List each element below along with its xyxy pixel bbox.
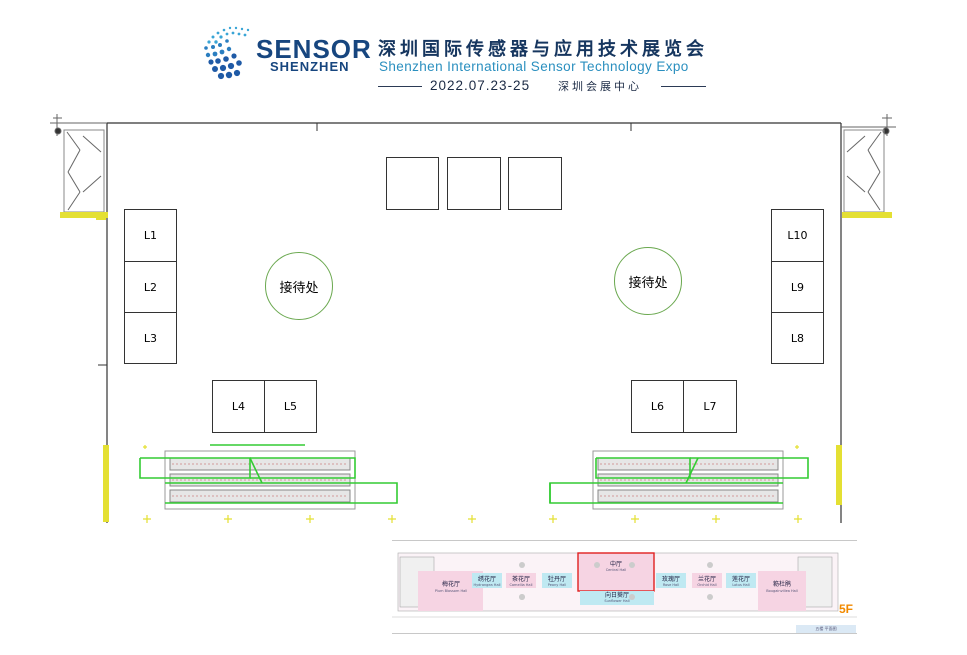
booth-l5: L5 xyxy=(264,380,317,433)
hall-lotus-en: Lotus Hall xyxy=(732,583,750,587)
reception-desk-right: 接待处 xyxy=(614,247,682,315)
floor-plan-walls xyxy=(50,114,896,523)
left-stair-structure xyxy=(50,114,107,213)
hall-peony: 牡丹厅 xyxy=(547,576,566,583)
booth-l6: L6 xyxy=(631,380,684,433)
expo-date: 2022.07.23-25 xyxy=(430,78,531,93)
booth-l10: L10 xyxy=(771,209,824,262)
hall-sunflower-en: Sunflower Hall xyxy=(604,599,630,603)
booth-l8: L8 xyxy=(771,312,824,364)
brand-shenzhen-text: SHENZHEN xyxy=(270,59,350,74)
hall-sunflower: 向日葵厅 xyxy=(604,592,629,599)
booth-l1: L1 xyxy=(124,209,177,262)
date-venue-row: 2022.07.23-25 深圳会展中心 xyxy=(378,77,706,95)
expo-venue: 深圳会展中心 xyxy=(558,80,642,93)
booth-top-2 xyxy=(447,157,501,210)
hall-hydrangea-en: Hydrangea Hall xyxy=(473,583,501,587)
sensor-logo-icon xyxy=(204,26,250,80)
floor-plan: L1 L2 L3 L10 L9 L8 L4 L5 L6 L7 接待处 接待处 xyxy=(0,100,967,540)
column-markers xyxy=(143,445,802,523)
floor-5f-mini-map: 梅花厅 Plum Blossom Hall 绣花厅 Hydrangea Hall… xyxy=(392,540,857,634)
mini-map-caption: 五楼 平面图 xyxy=(815,626,837,631)
booth-top-1 xyxy=(386,157,439,210)
hall-hydrangea: 绣花厅 xyxy=(477,576,496,583)
booth-l7: L7 xyxy=(683,380,737,433)
booth-l3: L3 xyxy=(124,312,177,364)
hall-bougainvillea-en: Bougainvillea Hall xyxy=(766,589,798,593)
brand-sensor-text: SENSOR xyxy=(256,34,372,64)
left-escalator xyxy=(139,444,398,510)
hall-plum: 梅花厅 xyxy=(441,581,460,588)
hall-camellia-en: Camellia Hall xyxy=(509,583,533,587)
hall-bougainvillea: 簕杜鹃 xyxy=(772,581,791,588)
mini-map-background xyxy=(392,552,857,633)
booth-top-3 xyxy=(508,157,562,210)
hall-camellia: 茶花厅 xyxy=(511,576,530,583)
hall-orchid: 兰花厅 xyxy=(697,576,716,583)
floor-label: 5F xyxy=(839,602,854,616)
hall-rose-en: Rose Hall xyxy=(662,583,680,587)
hall-plum-en: Plum Blossom Hall xyxy=(434,589,468,593)
booth-l9: L9 xyxy=(771,261,824,313)
hall-central-en: Central Hall xyxy=(605,568,627,572)
booth-l2: L2 xyxy=(124,261,177,313)
right-escalator xyxy=(549,450,809,510)
booth-l4: L4 xyxy=(212,380,265,433)
hall-rose: 玫瑰厅 xyxy=(661,576,680,583)
hall-orchid-en: Orchid Hall xyxy=(697,583,717,587)
expo-title-chinese: 深圳国际传感器与应用技术展览会 xyxy=(378,39,708,60)
expo-title-english: Shenzhen International Sensor Technology… xyxy=(379,59,689,74)
reception-desk-left: 接待处 xyxy=(265,252,333,320)
date-divider-right xyxy=(661,86,706,87)
right-stair-structure xyxy=(841,114,896,213)
hall-peony-en: Peony Hall xyxy=(547,583,567,587)
hall-central: 中厅 xyxy=(609,561,622,568)
expo-header: SENSOR SHENZHEN 深圳国际传感器与应用技术展览会 Shenzhen… xyxy=(0,0,967,100)
hall-lotus: 莲花厅 xyxy=(731,576,750,583)
date-divider-left xyxy=(378,86,422,87)
